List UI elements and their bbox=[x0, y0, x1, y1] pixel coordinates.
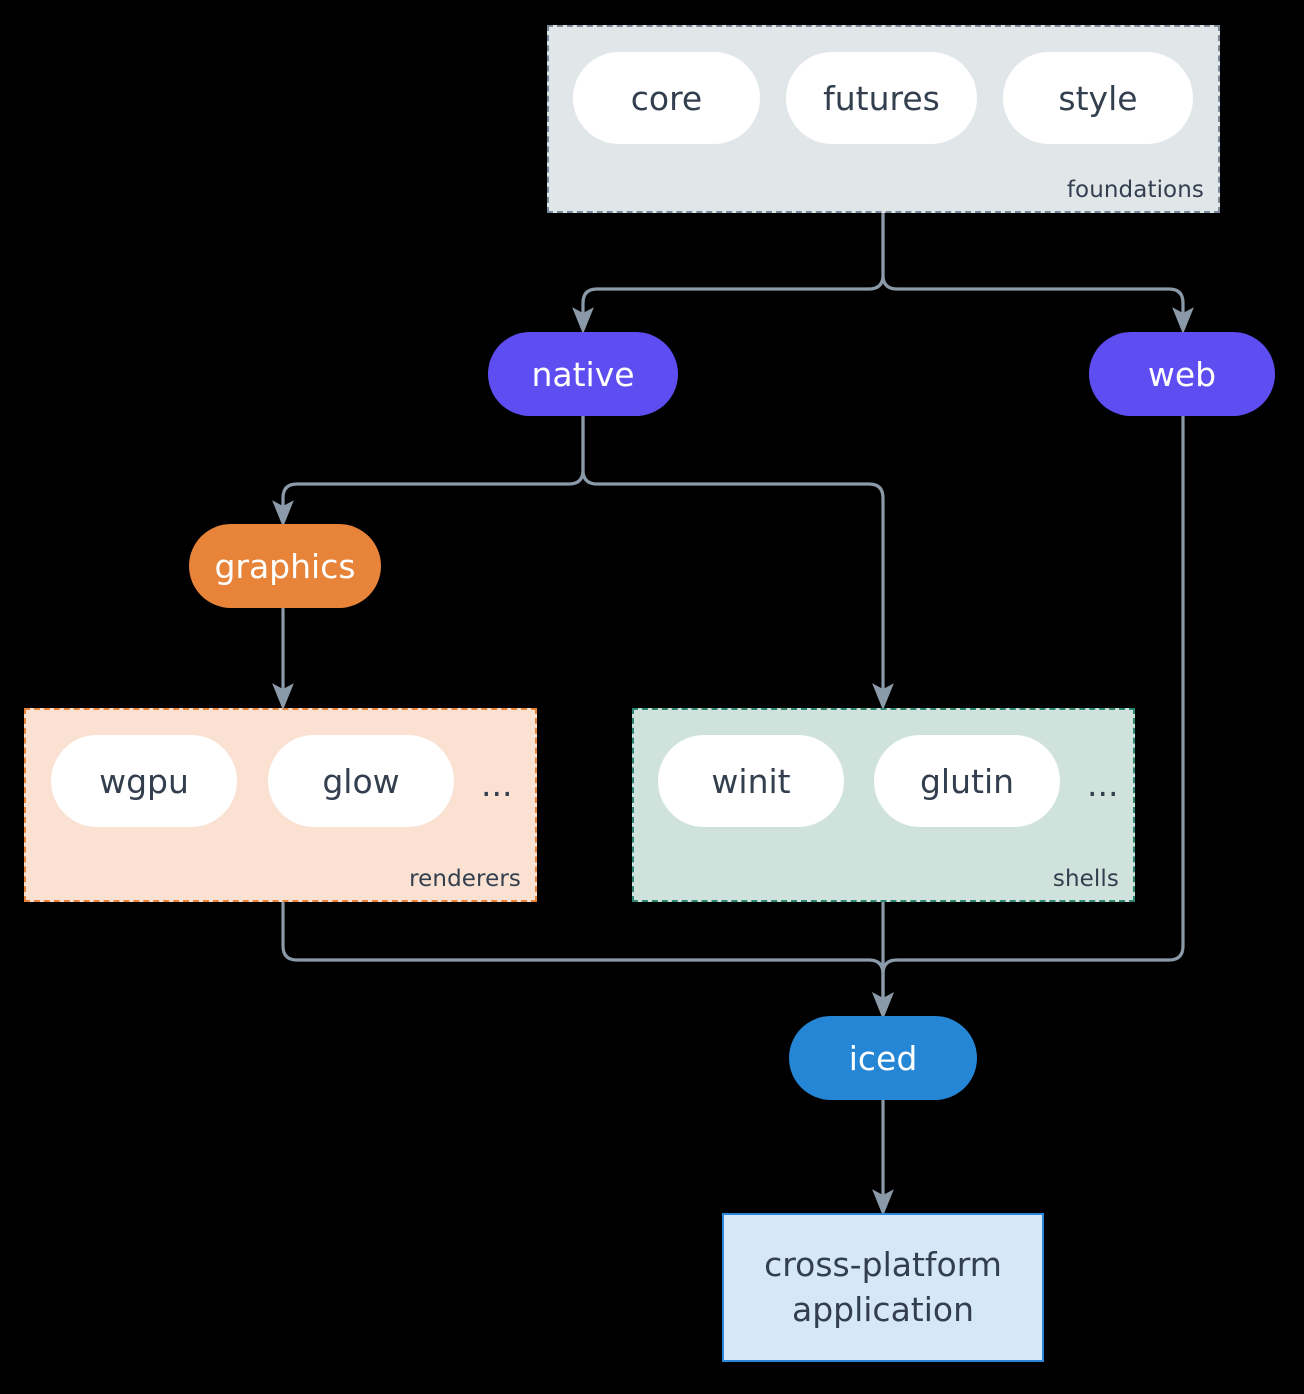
app-label-line2: application bbox=[791, 1289, 975, 1329]
pill-winit[interactable]: winit bbox=[658, 735, 844, 827]
cluster-label-shells: shells bbox=[1052, 866, 1119, 892]
pill-futures[interactable]: futures bbox=[786, 52, 977, 144]
node-graphics[interactable]: graphics bbox=[189, 524, 381, 608]
cluster-label-foundations: foundations bbox=[1066, 177, 1204, 203]
edge-foundations-web bbox=[881, 212, 1194, 335]
edge-foundations-native bbox=[572, 212, 885, 335]
app-label-line1: cross-platform bbox=[764, 1244, 1002, 1284]
pill-futures-label: futures bbox=[823, 78, 940, 118]
node-web[interactable]: web bbox=[1089, 332, 1275, 416]
pill-winit-label: winit bbox=[711, 761, 791, 801]
node-iced-label: iced bbox=[848, 1038, 918, 1078]
node-cross-platform-application[interactable]: cross-platform application bbox=[722, 1213, 1044, 1362]
node-native-label: native bbox=[531, 354, 635, 394]
pill-core-label: core bbox=[630, 78, 703, 118]
shells-overflow-ellipsis: ... bbox=[1087, 765, 1119, 804]
node-iced[interactable]: iced bbox=[789, 1016, 977, 1100]
pill-style-label: style bbox=[1058, 78, 1138, 118]
pill-wgpu[interactable]: wgpu bbox=[51, 735, 237, 827]
pill-glutin-label: glutin bbox=[919, 761, 1015, 801]
pill-glow[interactable]: glow bbox=[268, 735, 454, 827]
edge-renderers-iced bbox=[281, 901, 894, 1020]
node-web-label: web bbox=[1147, 354, 1217, 394]
pill-core[interactable]: core bbox=[573, 52, 760, 144]
renderers-overflow-ellipsis: ... bbox=[481, 765, 513, 804]
pill-glow-label: glow bbox=[322, 761, 400, 801]
node-native[interactable]: native bbox=[488, 332, 678, 416]
node-graphics-label: graphics bbox=[214, 546, 356, 586]
pill-style[interactable]: style bbox=[1003, 52, 1193, 144]
edge-native-shells bbox=[581, 415, 894, 711]
cluster-label-renderers: renderers bbox=[409, 866, 521, 892]
pill-wgpu-label: wgpu bbox=[99, 761, 189, 801]
pill-glutin[interactable]: glutin bbox=[874, 735, 1060, 827]
edge-native-graphics bbox=[272, 415, 585, 528]
